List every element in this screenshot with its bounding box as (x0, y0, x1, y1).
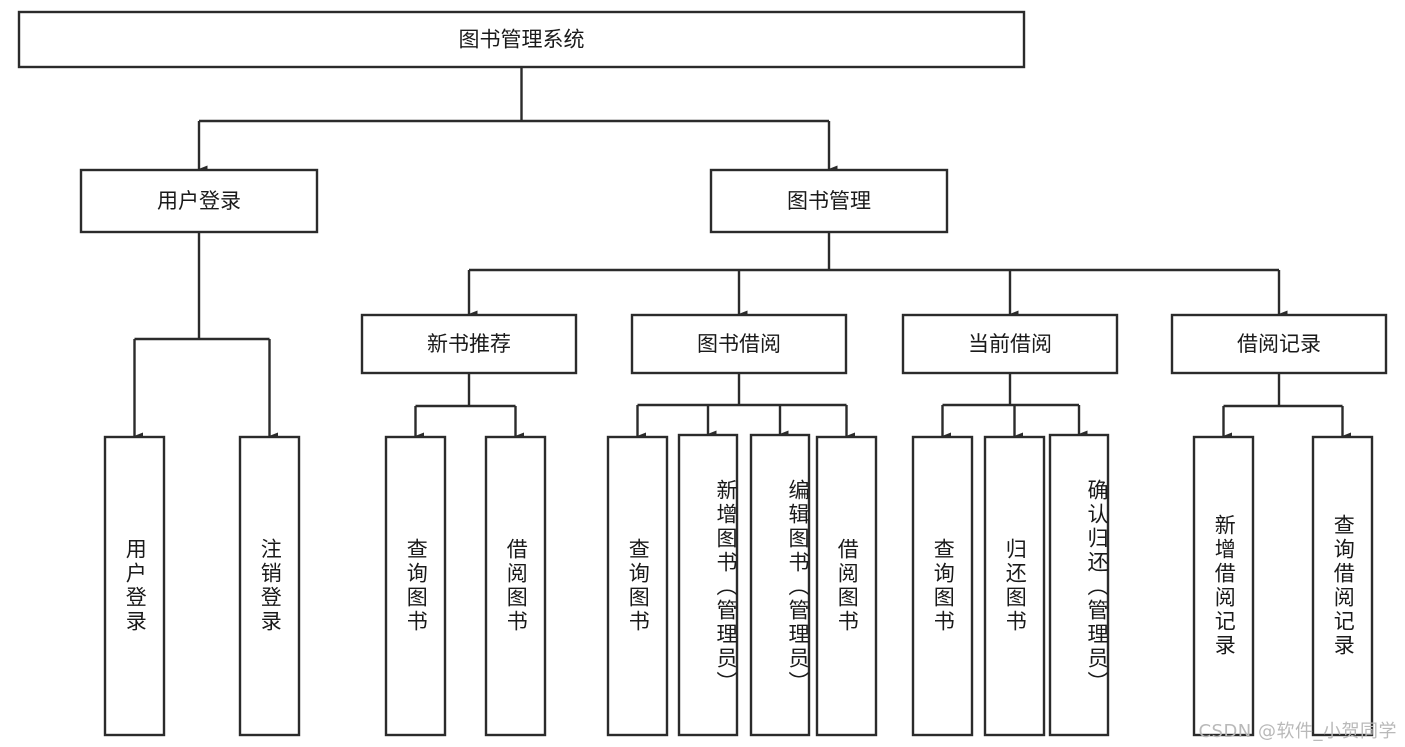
edge-group-root (197, 67, 838, 173)
edge-group-book-borrow (636, 373, 856, 440)
node-label-user-login: 用户登录 (157, 189, 241, 213)
node-leaf-borrow-book-2[interactable] (815, 435, 878, 737)
node-user-login[interactable]: 用户登录 (79, 168, 319, 234)
node-book-manage[interactable]: 图书管理 (709, 168, 949, 234)
node-box-leaf-query-book-3[interactable] (911, 435, 974, 737)
edge-group-user-login (133, 232, 279, 440)
node-label-book-borrow: 图书借阅 (697, 332, 781, 356)
node-box-current-borrow[interactable] (901, 313, 1119, 375)
node-label-current-borrow: 当前借阅 (968, 332, 1052, 356)
node-leaf-user-login[interactable] (103, 435, 166, 737)
node-box-new-book-rec[interactable] (360, 313, 578, 375)
node-box-borrow-record[interactable] (1170, 313, 1388, 375)
edge-group-current-borrow (941, 373, 1088, 440)
edge-group-book-manage (467, 232, 1288, 318)
node-box-leaf-confirm-return[interactable] (1048, 433, 1110, 737)
node-label-book-manage: 图书管理 (787, 189, 871, 213)
node-box-leaf-query-book-1[interactable] (384, 435, 447, 737)
node-borrow-record[interactable]: 借阅记录 (1170, 313, 1388, 375)
node-box-leaf-borrow-book-2[interactable] (815, 435, 878, 737)
edges-layer (133, 67, 1352, 440)
node-box-book-manage[interactable] (709, 168, 949, 234)
node-leaf-query-book-3[interactable] (911, 435, 974, 737)
node-box-book-borrow[interactable] (630, 313, 848, 375)
node-box-leaf-edit-book[interactable] (749, 433, 811, 737)
node-box-leaf-return-book[interactable] (983, 435, 1046, 737)
node-label-borrow-record: 借阅记录 (1237, 332, 1321, 356)
node-leaf-return-book[interactable] (983, 435, 1046, 737)
node-new-book-rec[interactable]: 新书推荐 (360, 313, 578, 375)
node-leaf-confirm-return[interactable] (1048, 433, 1110, 737)
node-leaf-add-book[interactable] (677, 433, 739, 737)
node-label-new-book-rec: 新书推荐 (427, 332, 511, 356)
node-box-user-login[interactable] (79, 168, 319, 234)
node-leaf-borrow-book-1[interactable] (484, 435, 547, 737)
node-box-leaf-user-login[interactable] (103, 435, 166, 737)
node-box-leaf-add-book[interactable] (677, 433, 739, 737)
node-box-leaf-borrow-book-1[interactable] (484, 435, 547, 737)
node-box-leaf-add-record[interactable] (1192, 435, 1255, 737)
node-leaf-query-book-2[interactable] (606, 435, 669, 737)
node-root[interactable]: 图书管理系统 (17, 10, 1026, 69)
watermark-text: CSDN @软件_小贺同学 (1198, 721, 1397, 742)
node-box-root[interactable] (17, 10, 1026, 69)
node-box-leaf-user-logout[interactable] (238, 435, 301, 737)
node-leaf-query-record[interactable] (1311, 435, 1374, 737)
node-label-root: 图书管理系统 (459, 28, 585, 52)
node-book-borrow[interactable]: 图书借阅 (630, 313, 848, 375)
edge-group-new-book-rec (414, 373, 525, 440)
node-leaf-edit-book[interactable] (749, 433, 811, 737)
node-current-borrow[interactable]: 当前借阅 (901, 313, 1119, 375)
node-leaf-query-book-1[interactable] (384, 435, 447, 737)
edge-group-borrow-record (1222, 373, 1352, 440)
node-leaf-add-record[interactable] (1192, 435, 1255, 737)
node-box-leaf-query-book-2[interactable] (606, 435, 669, 737)
node-box-leaf-query-record[interactable] (1311, 435, 1374, 737)
node-leaf-user-logout[interactable] (238, 435, 301, 737)
